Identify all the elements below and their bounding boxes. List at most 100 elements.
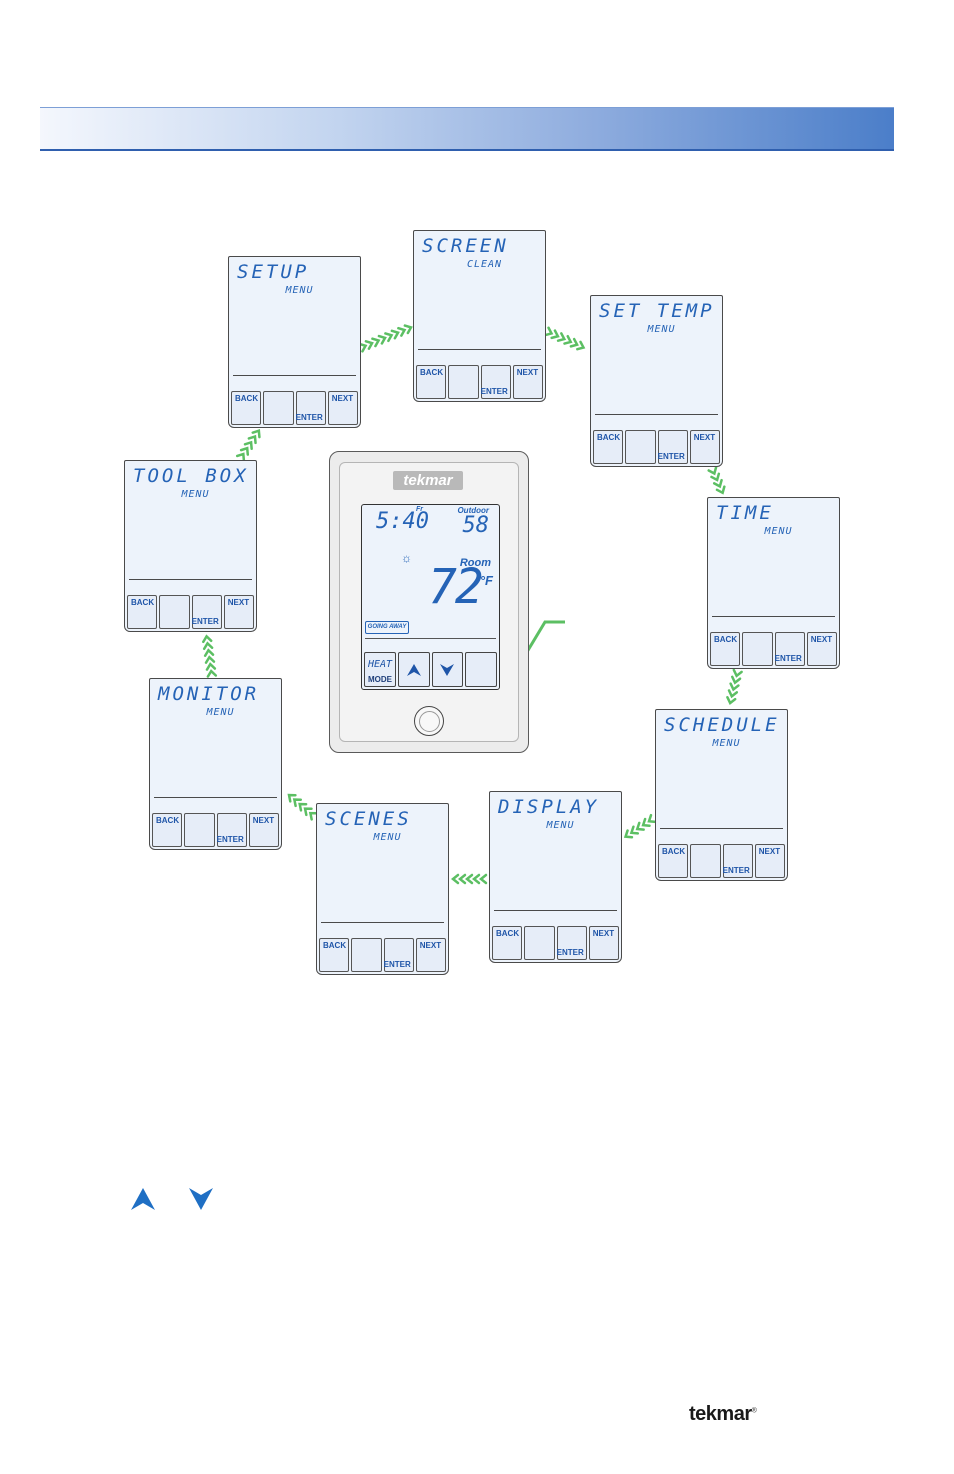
chevron-mark: [450, 873, 460, 885]
menu-divider: [129, 579, 252, 580]
chevron-mark: [715, 485, 726, 495]
lcd-divider: [365, 638, 496, 639]
setup-menu-screen: SETUP MENU BACK ENTER NEXT: [228, 256, 361, 428]
sun-icon: ☼: [401, 551, 412, 565]
chevron-mark: [390, 329, 400, 340]
menu-subtitle: MENU: [712, 738, 741, 749]
menu-title: SET TEMP: [599, 300, 715, 322]
chevron-mark: [727, 689, 739, 699]
menu-subtitle: MENU: [546, 820, 575, 831]
monitor-menu-screen: MONITOR MENU BACK ENTER NEXT: [149, 678, 282, 850]
enter-button[interactable]: ENTER: [556, 926, 587, 960]
outdoor-label: Outdoor: [457, 506, 489, 515]
chevron-mark: [287, 793, 297, 803]
menu-subtitle: MENU: [206, 707, 235, 718]
round-menu-button[interactable]: [414, 706, 444, 736]
going-away-badge[interactable]: GOING AWAY: [365, 621, 409, 634]
chevron-mark: [202, 641, 214, 651]
tekmar-logo: tekmar: [393, 471, 463, 490]
enter-button[interactable]: ENTER: [480, 365, 511, 399]
chevron-mark: [251, 429, 261, 439]
set-temp-menu-screen: SET TEMP MENU BACK ENTER NEXT: [590, 295, 723, 467]
chevron-mark: [243, 440, 253, 450]
menu-title: DISPLAY: [498, 796, 600, 818]
blank-button[interactable]: [448, 365, 479, 399]
chevron-mark: [729, 682, 740, 692]
enter-button[interactable]: ENTER: [191, 595, 222, 629]
blank-button[interactable]: [351, 938, 382, 972]
next-button[interactable]: NEXT: [327, 391, 358, 425]
blank-button[interactable]: [184, 813, 215, 847]
up-button[interactable]: [397, 652, 430, 687]
enter-button[interactable]: ENTER: [216, 813, 247, 847]
chevron-mark: [403, 324, 413, 335]
next-button[interactable]: NEXT: [248, 813, 279, 847]
chevron-mark: [247, 434, 257, 445]
back-button[interactable]: BACK: [152, 813, 183, 847]
next-button[interactable]: NEXT: [512, 365, 543, 399]
blank-button[interactable]: [465, 652, 497, 687]
menu-subtitle: MENU: [181, 489, 210, 500]
down-button[interactable]: [431, 652, 464, 687]
tekmar-brand-logo: tekmar®: [689, 1403, 757, 1425]
menu-divider: [712, 616, 835, 617]
menu-title: TIME: [716, 502, 774, 524]
tool-box-menu-screen: TOOL BOX MENU BACK ENTER NEXT: [124, 460, 257, 632]
arrow-down-icon: [189, 1188, 213, 1210]
display-menu-screen: DISPLAY MENU BACK ENTER NEXT: [489, 791, 622, 963]
chevron-mark: [364, 340, 374, 350]
schedule-menu-screen: SCHEDULE MENU BACK ENTER NEXT: [655, 709, 788, 881]
blank-button[interactable]: [159, 595, 190, 629]
blank-button[interactable]: [690, 844, 721, 878]
enter-button[interactable]: ENTER: [657, 430, 688, 464]
chevron-mark: [726, 696, 737, 706]
blank-button[interactable]: [742, 632, 773, 666]
arrow-down-icon: [440, 663, 455, 676]
next-button[interactable]: NEXT: [754, 844, 785, 878]
menu-title: SCENES: [325, 808, 412, 830]
next-button[interactable]: NEXT: [223, 595, 254, 629]
menu-divider: [154, 797, 277, 798]
chevron-mark: [202, 634, 213, 644]
chevron-mark: [298, 802, 308, 812]
next-button[interactable]: NEXT: [806, 632, 837, 666]
enter-button[interactable]: ENTER: [383, 938, 414, 972]
back-button[interactable]: BACK: [593, 430, 624, 464]
menu-title: SCREEN: [422, 235, 509, 257]
chevron-mark: [235, 452, 246, 462]
back-button[interactable]: BACK: [492, 926, 523, 960]
back-button[interactable]: BACK: [231, 391, 262, 425]
chevron-mark: [308, 811, 319, 821]
chevron-mark: [647, 813, 657, 824]
next-button[interactable]: NEXT: [689, 430, 720, 464]
enter-button[interactable]: ENTER: [295, 391, 326, 425]
menu-title: SETUP: [237, 261, 310, 283]
chevron-mark: [563, 334, 573, 345]
next-button[interactable]: NEXT: [588, 926, 619, 960]
chevron-mark: [292, 798, 303, 808]
heat-mode-button[interactable]: HEAT MODE: [364, 652, 396, 687]
menu-title: MONITOR: [158, 683, 260, 705]
chevron-mark: [641, 817, 651, 827]
menu-divider: [595, 414, 718, 415]
clock-time: 5:40: [376, 509, 429, 534]
back-button[interactable]: BACK: [710, 632, 741, 666]
enter-button[interactable]: ENTER: [722, 844, 753, 878]
back-button[interactable]: BACK: [319, 938, 350, 972]
menu-divider: [321, 922, 444, 923]
back-button[interactable]: BACK: [658, 844, 689, 878]
back-button[interactable]: BACK: [416, 365, 447, 399]
blank-button[interactable]: [625, 430, 656, 464]
blank-button[interactable]: [524, 926, 555, 960]
chevron-mark: [550, 329, 560, 340]
mode-label: MODE: [368, 675, 392, 684]
chevron-mark: [205, 662, 217, 671]
blank-button[interactable]: [263, 391, 294, 425]
header-top-line: [40, 107, 894, 108]
day-indicator: Fr: [416, 506, 423, 513]
arrow-up-icon: [406, 663, 421, 676]
chevron-mark: [556, 332, 567, 342]
back-button[interactable]: BACK: [127, 595, 158, 629]
enter-button[interactable]: ENTER: [774, 632, 805, 666]
next-button[interactable]: NEXT: [415, 938, 446, 972]
